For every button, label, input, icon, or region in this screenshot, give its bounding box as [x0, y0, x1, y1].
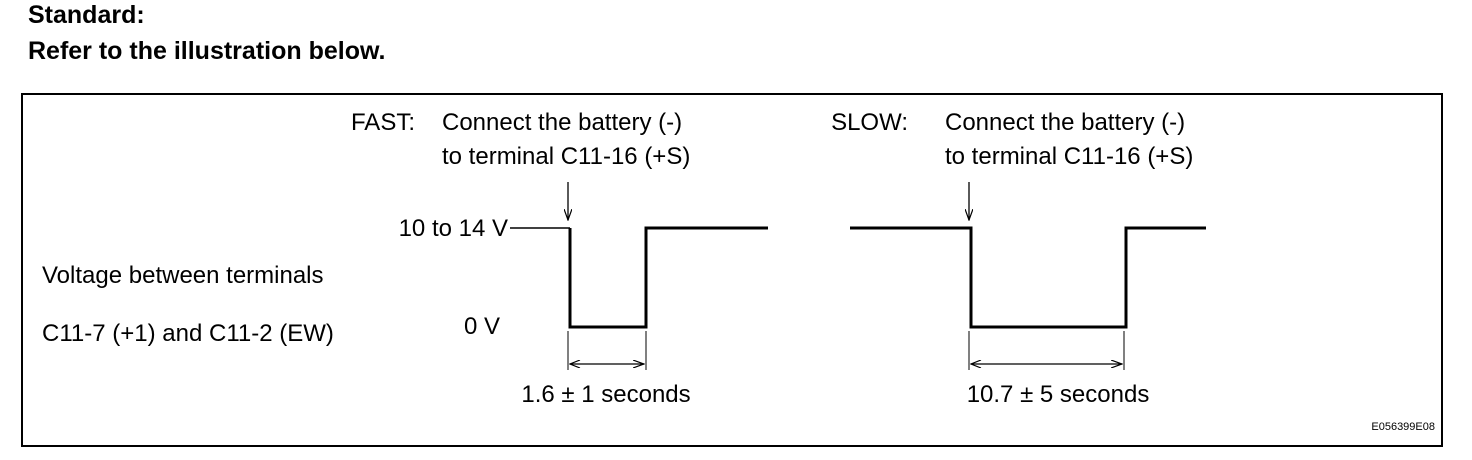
fast-duration-label: 1.6 ± 1 seconds [521, 381, 690, 408]
slow-instruction-line1: Connect the battery (-) [945, 109, 1185, 136]
fast-waveform [510, 226, 768, 329]
voltage-axis-label-line2: C11-7 (+1) and C11-2 (EW) [42, 320, 334, 347]
fast-instruction-line2: to terminal C11-16 (+S) [442, 143, 690, 170]
slow-instruction-line2: to terminal C11-16 (+S) [945, 143, 1193, 170]
fast-instruction-line1: Connect the battery (-) [442, 109, 682, 136]
instruction-heading: Refer to the illustration below. [28, 37, 386, 65]
fast-mode-label: FAST: [351, 109, 415, 136]
fast-pulse-line [568, 226, 768, 329]
standard-heading: Standard: [28, 1, 145, 29]
figure-code: E056399E08 [1371, 421, 1435, 433]
slow-duration-dimension [968, 331, 1125, 370]
high-voltage-label: 10 to 14 V [399, 215, 508, 242]
illustration-frame [21, 93, 1443, 447]
slow-duration-label: 10.7 ± 5 seconds [967, 381, 1150, 408]
slow-pulse-line [850, 226, 1206, 329]
low-voltage-label: 0 V [464, 313, 500, 340]
fast-duration-dimension [567, 331, 647, 370]
slow-waveform [850, 226, 1206, 329]
slow-mode-label: SLOW: [831, 109, 908, 136]
voltage-axis-label-line1: Voltage between terminals [42, 262, 324, 289]
